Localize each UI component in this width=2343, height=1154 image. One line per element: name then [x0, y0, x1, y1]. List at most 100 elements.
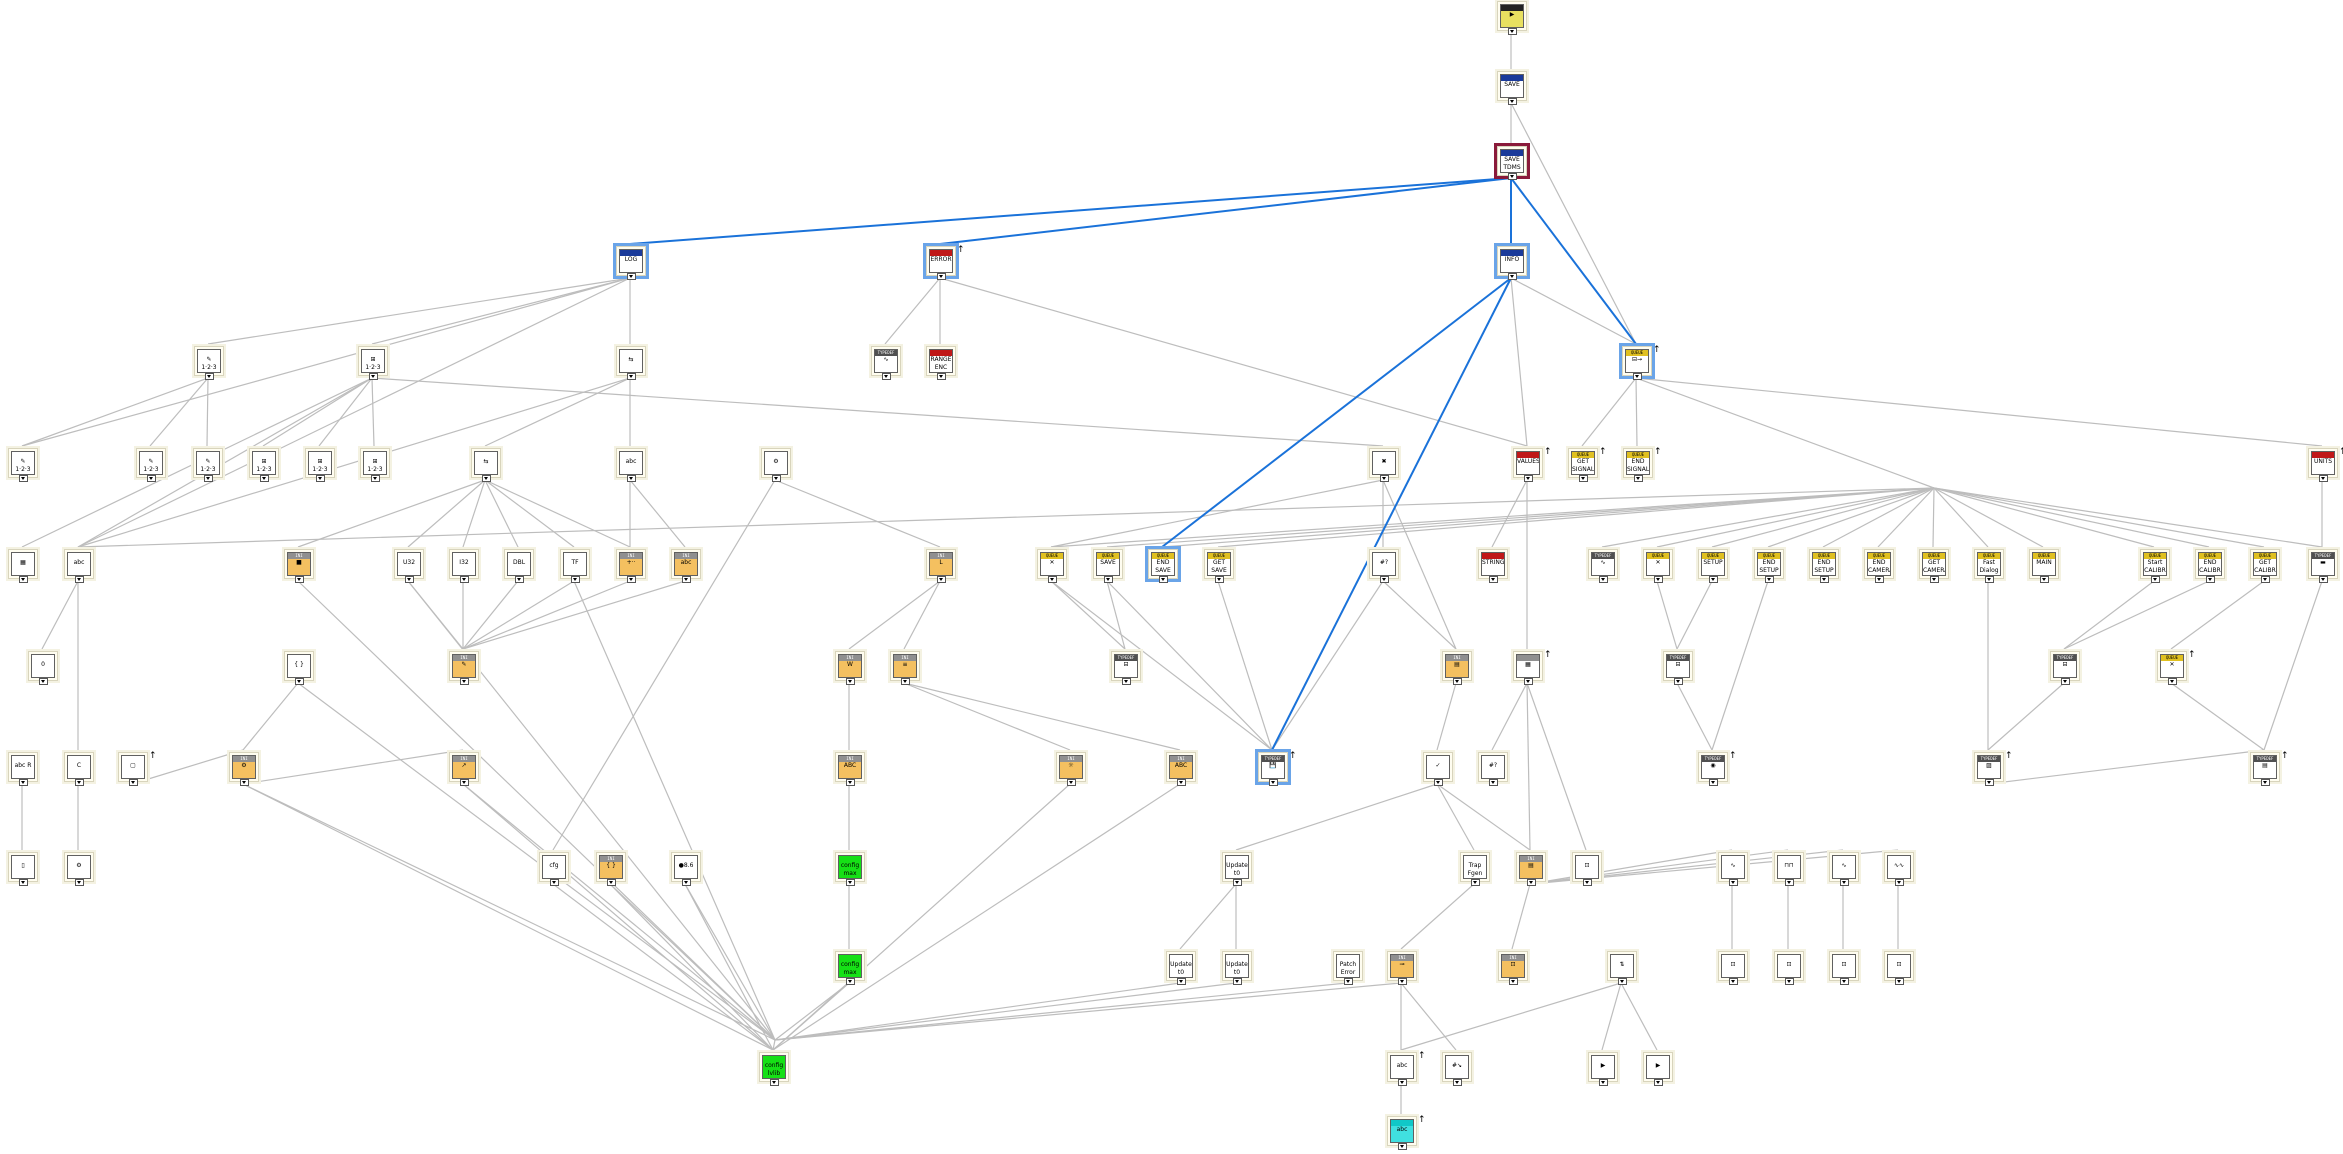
expand-arrow-icon[interactable]: [846, 978, 855, 985]
vi-node-range[interactable]: RANGE ENC: [926, 346, 956, 380]
expand-arrow-icon[interactable]: [1398, 978, 1407, 985]
expand-arrow-icon[interactable]: [295, 576, 304, 583]
expand-arrow-icon[interactable]: [1471, 879, 1480, 886]
expand-arrow-icon[interactable]: [1380, 576, 1389, 583]
vi-node-ini10[interactable]: INI↗: [449, 752, 479, 786]
expand-arrow-icon[interactable]: [2261, 779, 2270, 786]
vi-node-td5[interactable]: TYPEDEF⊟: [1663, 651, 1693, 685]
expand-arrow-icon[interactable]: [260, 475, 269, 482]
vi-node-ini7[interactable]: INI≡: [890, 651, 920, 685]
vi-node-log[interactable]: LOG: [616, 246, 646, 280]
expand-arrow-icon[interactable]: [1344, 978, 1353, 985]
vi-node-hashdel[interactable]: #↘: [1442, 1052, 1472, 1086]
vi-node-ini8[interactable]: INI▤: [1442, 651, 1472, 685]
expand-arrow-icon[interactable]: [1765, 576, 1774, 583]
vi-node-j2[interactable]: ▶: [1643, 1052, 1673, 1086]
vi-node-queue1[interactable]: QUEUE⊟→↑: [1622, 346, 1661, 380]
expand-arrow-icon[interactable]: [460, 678, 469, 685]
expand-arrow-icon[interactable]: [772, 475, 781, 482]
vi-node-upd2[interactable]: Update t0: [1166, 951, 1196, 985]
expand-arrow-icon[interactable]: [1583, 879, 1592, 886]
expand-arrow-icon[interactable]: [1599, 1079, 1608, 1086]
vi-node-save[interactable]: SAVE: [1497, 71, 1527, 105]
vi-node-td8[interactable]: TYPEDEF◉↑: [1698, 752, 1737, 786]
vi-node-f2[interactable]: #?: [1478, 752, 1508, 786]
vi-node-top[interactable]: ▶: [1497, 1, 1527, 35]
expand-arrow-icon[interactable]: [571, 576, 580, 583]
expand-arrow-icon[interactable]: [2319, 576, 2328, 583]
expand-arrow-icon[interactable]: [460, 576, 469, 583]
vi-node-b1[interactable]: ✎ 1·2·3: [8, 448, 38, 482]
vi-node-b3[interactable]: ✎ 1·2·3: [193, 448, 223, 482]
expand-arrow-icon[interactable]: [682, 576, 691, 583]
expand-arrow-icon[interactable]: [846, 879, 855, 886]
vi-node-ini9[interactable]: INI⚙: [229, 752, 259, 786]
expand-arrow-icon[interactable]: [1398, 1079, 1407, 1086]
expand-arrow-icon[interactable]: [2040, 576, 2049, 583]
expand-arrow-icon[interactable]: [1524, 678, 1533, 685]
vi-node-ini16[interactable]: INI⊸: [1387, 951, 1417, 985]
vi-node-a2[interactable]: ⊞ 1·2·3: [358, 346, 388, 380]
vi-node-ini5[interactable]: INI✎: [449, 651, 479, 685]
expand-arrow-icon[interactable]: [2061, 678, 2070, 685]
vi-node-h1[interactable]: ⊡: [1572, 852, 1602, 886]
vi-node-b2[interactable]: ✎ 1·2·3: [136, 448, 166, 482]
vi-node-upd1[interactable]: Update t0: [1222, 852, 1252, 886]
expand-arrow-icon[interactable]: [1048, 576, 1057, 583]
vi-node-b8[interactable]: abc: [616, 448, 646, 482]
expand-arrow-icon[interactable]: [1489, 576, 1498, 583]
vi-node-h3[interactable]: ⊓⊓: [1774, 852, 1804, 886]
expand-arrow-icon[interactable]: [369, 373, 378, 380]
expand-arrow-icon[interactable]: [627, 576, 636, 583]
vi-node-td3[interactable]: TYPEDEF▬: [2308, 549, 2338, 583]
vi-node-d2[interactable]: { }: [284, 651, 314, 685]
expand-arrow-icon[interactable]: [1674, 678, 1683, 685]
vi-node-a3[interactable]: ⇆: [616, 346, 646, 380]
expand-arrow-icon[interactable]: [1067, 779, 1076, 786]
expand-arrow-icon[interactable]: [846, 779, 855, 786]
expand-arrow-icon[interactable]: [1729, 879, 1738, 886]
vi-node-error[interactable]: ERROR↑: [926, 246, 965, 280]
expand-arrow-icon[interactable]: [2168, 678, 2177, 685]
vi-node-td7[interactable]: TYPEDEF💾↑: [1258, 752, 1297, 786]
expand-arrow-icon[interactable]: [937, 576, 946, 583]
expand-arrow-icon[interactable]: [1729, 978, 1738, 985]
vi-node-cfgmax2[interactable]: config max: [835, 951, 865, 985]
expand-arrow-icon[interactable]: [627, 273, 636, 280]
vi-node-td4[interactable]: TYPEDEF⊟: [1111, 651, 1141, 685]
expand-arrow-icon[interactable]: [75, 576, 84, 583]
vi-node-td2[interactable]: TYPEDEF∿: [1588, 549, 1618, 583]
expand-arrow-icon[interactable]: [316, 475, 325, 482]
expand-arrow-icon[interactable]: [1509, 978, 1518, 985]
vi-node-ini2[interactable]: INI+··: [616, 549, 646, 583]
vi-node-hashq[interactable]: #?: [1369, 549, 1399, 583]
expand-arrow-icon[interactable]: [1159, 576, 1168, 583]
vi-node-td9[interactable]: TYPEDEF▨↑: [1974, 752, 2013, 786]
vi-node-g1[interactable]: ▯: [8, 852, 38, 886]
expand-arrow-icon[interactable]: [1489, 779, 1498, 786]
vi-node-values[interactable]: VALUES↑: [1513, 448, 1552, 482]
expand-arrow-icon[interactable]: [1177, 978, 1186, 985]
vi-node-units[interactable]: UNITS↑: [2308, 448, 2343, 482]
expand-arrow-icon[interactable]: [901, 678, 910, 685]
expand-arrow-icon[interactable]: [1654, 1079, 1663, 1086]
expand-arrow-icon[interactable]: [1453, 1079, 1462, 1086]
expand-arrow-icon[interactable]: [19, 779, 28, 786]
expand-arrow-icon[interactable]: [937, 273, 946, 280]
expand-arrow-icon[interactable]: [550, 879, 559, 886]
expand-arrow-icon[interactable]: [2151, 576, 2160, 583]
expand-arrow-icon[interactable]: [1930, 576, 1939, 583]
vi-node-q5[interactable]: QUEUE✕: [1643, 549, 1673, 583]
vi-node-pinkbox[interactable]: ▢↑: [118, 752, 157, 786]
vi-node-i3[interactable]: ⊡: [1829, 951, 1859, 985]
vi-node-ini17[interactable]: INI⊡: [1498, 951, 1528, 985]
expand-arrow-icon[interactable]: [371, 475, 380, 482]
vi-node-q1[interactable]: QUEUE✕: [1037, 549, 1067, 583]
vi-node-ini15[interactable]: INI▤: [1516, 852, 1546, 886]
